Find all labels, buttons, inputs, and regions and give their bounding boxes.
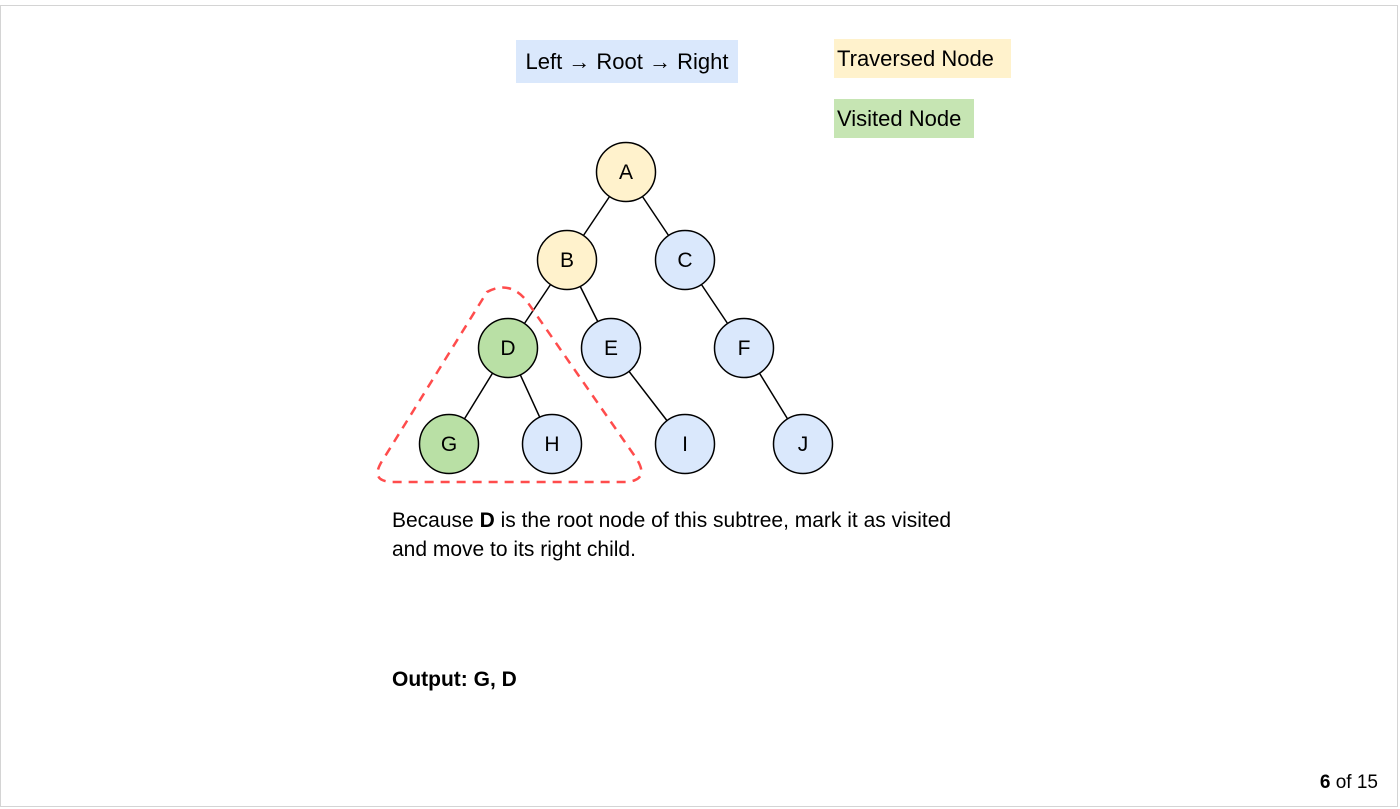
tree-edge-E-I xyxy=(628,370,668,422)
tree-node-C: C xyxy=(654,229,716,291)
tree-edge-A-B xyxy=(582,196,611,236)
tree-edge-F-J xyxy=(758,372,789,420)
step-caption: Because D is the root node of this subtr… xyxy=(392,506,952,564)
tree-edge-D-G xyxy=(463,372,494,420)
tree-node-label: B xyxy=(560,249,574,272)
tree-node-label: H xyxy=(544,433,559,456)
tree-node-circle xyxy=(477,317,539,379)
tree-edge-B-E xyxy=(579,286,599,322)
tree-node-circle xyxy=(654,229,716,291)
tree-nodes: A B C D E F G H I J xyxy=(418,141,834,475)
tree-node-circle xyxy=(654,413,716,475)
tree-node-circle xyxy=(713,317,775,379)
caption-rest: is the root node of this subtree, mark i… xyxy=(392,509,952,561)
tree-edge-B-D xyxy=(523,284,552,324)
tree-node-I: I xyxy=(654,413,716,475)
highlighted-subtree-outline xyxy=(376,286,643,484)
tree-node-E: E xyxy=(580,317,642,379)
tree-node-label: D xyxy=(500,337,515,360)
tree-node-label: G xyxy=(441,433,457,456)
tree-edge-A-C xyxy=(641,196,670,236)
tree-node-circle xyxy=(580,317,642,379)
tree-node-F: F xyxy=(713,317,775,379)
tree-node-circle xyxy=(772,413,834,475)
tree-node-label: C xyxy=(677,249,692,272)
traversal-order-label: Left → Root → Right xyxy=(516,40,738,83)
tree-node-G: G xyxy=(418,413,480,475)
tree-node-H: H xyxy=(521,413,583,475)
caption-node-name: D xyxy=(479,509,495,532)
tree-node-circle xyxy=(595,141,657,203)
page-current: 6 xyxy=(1319,772,1331,793)
tree-node-D: D xyxy=(477,317,539,379)
tree-node-A: A xyxy=(595,141,657,203)
tree-node-label: E xyxy=(604,337,618,360)
tree-edge-C-F xyxy=(700,284,729,324)
tree-edge-D-H xyxy=(519,374,541,418)
page-indicator: 6 of 15 xyxy=(1320,772,1378,794)
tree-node-circle xyxy=(418,413,480,475)
slide xyxy=(0,5,1398,807)
tree-node-label: F xyxy=(738,337,751,360)
tree-node-label: A xyxy=(619,161,633,184)
tree-node-J: J xyxy=(772,413,834,475)
tree-node-circle xyxy=(521,413,583,475)
page-total: of 15 xyxy=(1330,772,1378,793)
caption-prefix: Because xyxy=(392,509,480,532)
tree-node-label: I xyxy=(682,433,688,456)
tree-node-B: B xyxy=(536,229,598,291)
tree-edges xyxy=(463,196,789,422)
output-text: Output: G, D xyxy=(392,668,517,691)
legend-visited-node: Visited Node xyxy=(834,99,974,138)
tree-node-circle xyxy=(536,229,598,291)
tree-node-label: J xyxy=(798,433,809,456)
legend-traversed-node: Traversed Node xyxy=(834,39,1011,78)
